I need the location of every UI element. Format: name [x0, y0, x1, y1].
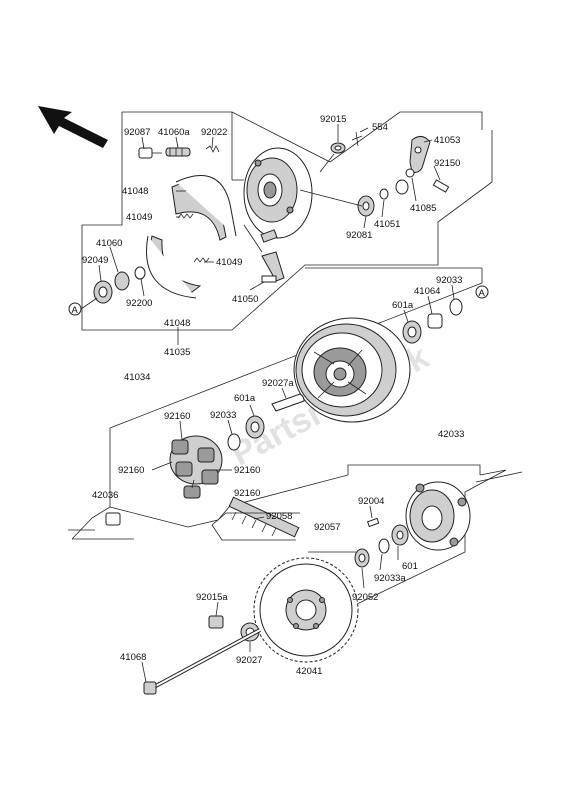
- nut-92015a-part: [208, 615, 224, 629]
- label-92033-left: 92033: [210, 410, 236, 421]
- spacer-92027a-part: [271, 393, 305, 412]
- washer-92200-part: [134, 266, 146, 280]
- label-41060: 41060: [96, 238, 122, 249]
- label-92015a: 92015a: [196, 592, 228, 603]
- label-92160-top: 92160: [164, 411, 190, 422]
- wheel-group-frame: [68, 267, 483, 540]
- sprocket-coupling-part: [405, 481, 471, 551]
- stud-92004-part: [366, 517, 380, 528]
- collar-92052-part: [354, 548, 370, 568]
- marker-a-left: A: [68, 302, 82, 316]
- brake-panel-part: [243, 147, 313, 243]
- circlip-92033-left-part: [227, 433, 241, 451]
- label-41068: 41068: [120, 652, 146, 663]
- marker-a-left-label: A: [72, 305, 79, 316]
- label-92081: 92081: [346, 230, 372, 241]
- label-92049: 92049: [82, 255, 108, 266]
- label-41049-lower: 41049: [216, 257, 242, 268]
- label-41064: 41064: [414, 286, 440, 297]
- label-92033a: 92033a: [374, 573, 406, 584]
- label-92022: 92022: [201, 127, 227, 138]
- label-92058: 92058: [266, 511, 292, 522]
- brake-shoe-upper-part: [171, 175, 237, 241]
- label-41048-lower: 41048: [164, 318, 190, 329]
- label-92027: 92027: [236, 655, 262, 666]
- label-92160-bottom: 92160: [234, 488, 260, 499]
- label-41034: 41034: [124, 372, 150, 383]
- label-92087: 92087: [124, 127, 150, 138]
- bearing-92049-part: [93, 280, 113, 304]
- rear-sprocket-part: [253, 557, 359, 663]
- marker-a-right: A: [475, 285, 489, 299]
- shoe-spring-upper-part: [177, 213, 194, 219]
- label-41053: 41053: [434, 135, 460, 146]
- label-41051: 41051: [374, 219, 400, 230]
- wheel-hub-part: [293, 317, 411, 423]
- adjuster-bolt-part: [165, 147, 191, 157]
- label-42041: 42041: [296, 666, 322, 677]
- shoe-spring-lower-part: [193, 257, 210, 263]
- label-42036: 42036: [92, 490, 118, 501]
- label-41049-upper: 41049: [126, 212, 152, 223]
- small-spring-part: [205, 145, 220, 153]
- label-42033: 42033: [438, 429, 464, 440]
- bearing-601-part: [391, 524, 409, 546]
- label-41035: 41035: [164, 347, 190, 358]
- cotter-pin-part: [351, 131, 363, 147]
- leader-lines: [98, 124, 455, 683]
- label-92200: 92200: [126, 298, 152, 309]
- label-41085: 41085: [410, 203, 436, 214]
- label-41050: 41050: [232, 294, 258, 305]
- axle-41068-part: [143, 628, 261, 695]
- circlip-92033a-part: [378, 538, 390, 554]
- bearing-601a-right-part: [402, 320, 422, 344]
- camshaft-41050-part: [261, 251, 285, 283]
- label-554: 554: [372, 122, 388, 133]
- label-92160-right: 92160: [234, 465, 260, 476]
- label-92052: 92052: [352, 592, 378, 603]
- brake-panel-group-frame: [81, 111, 493, 331]
- damper-rubber-part: [169, 435, 223, 499]
- collar-42036-part: [105, 512, 121, 526]
- washer-92015-part: [330, 142, 346, 154]
- label-601a-left: 601a: [234, 393, 256, 404]
- label-92027a: 92027a: [262, 378, 294, 389]
- cam-shaft-parts: [357, 179, 409, 217]
- collar-41064-part: [427, 313, 443, 329]
- circlip-92033-right-part: [449, 298, 463, 316]
- label-41048-upper: 41048: [122, 186, 148, 197]
- marker-a-right-label: A: [479, 288, 486, 299]
- label-92004: 92004: [358, 496, 384, 507]
- label-92057: 92057: [314, 522, 340, 533]
- label-92015: 92015: [320, 114, 346, 125]
- label-92033-right: 92033: [436, 275, 462, 286]
- brake-shoe-lower-part: [146, 235, 202, 299]
- label-601: 601: [402, 561, 418, 572]
- direction-arrow-icon: [38, 106, 108, 148]
- label-41060a: 41060a: [158, 127, 190, 138]
- label-92160-left: 92160: [118, 465, 144, 476]
- bearing-601a-left-part: [245, 415, 265, 439]
- label-601a-right: 601a: [392, 300, 414, 311]
- part-labels: 92087 41060a 92022 92015 554 41053 41048…: [82, 114, 464, 677]
- pin-part: [138, 147, 162, 159]
- brake-arm-part: [405, 136, 431, 178]
- label-92150: 92150: [434, 158, 460, 169]
- bolt-92150-part: [432, 179, 450, 193]
- seal-41060-part: [114, 271, 130, 291]
